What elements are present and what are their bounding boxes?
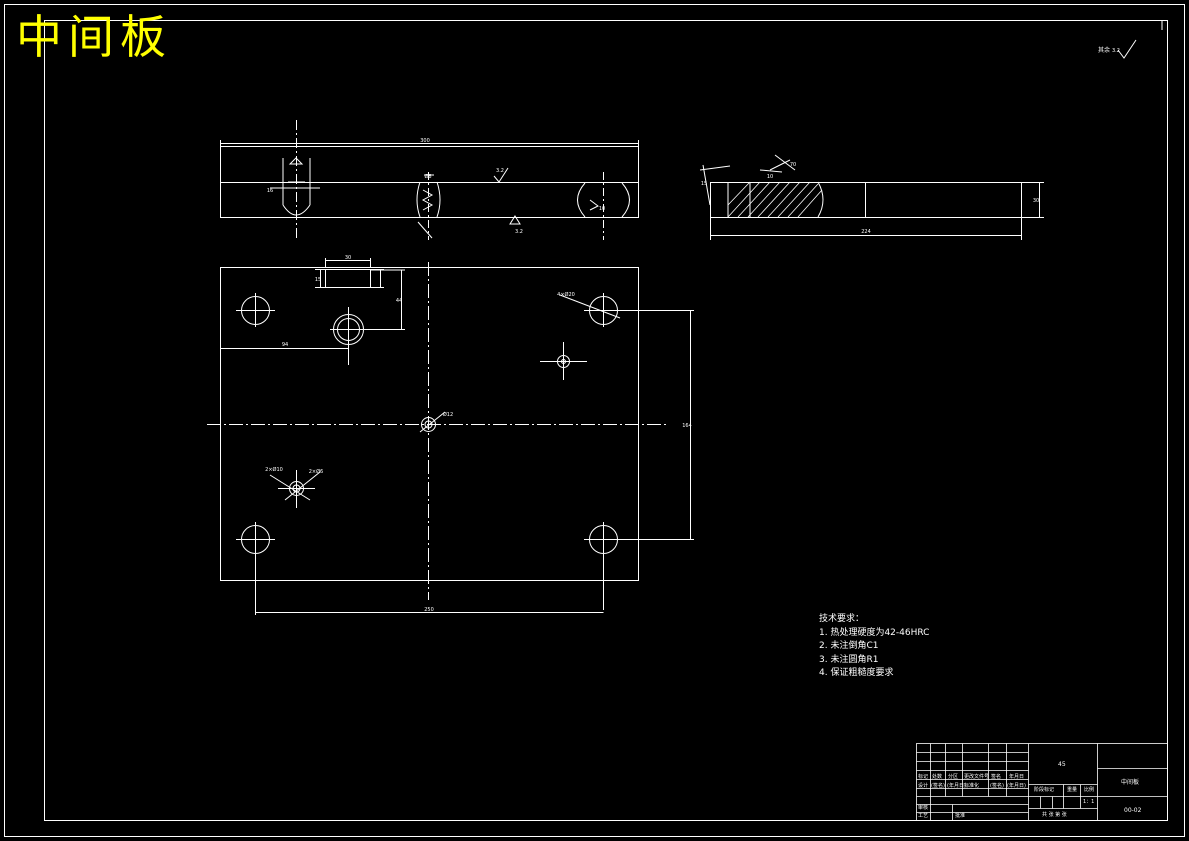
- dim-side-length: 224: [861, 229, 871, 235]
- side-section-view: [699, 154, 1044, 240]
- tech-notes: 技术要求： 1. 热处理硬度为42-46HRC 2. 未注倒角C1 3. 未注圆…: [819, 613, 929, 681]
- tech-note-item: 3. 未注圆角R1: [819, 654, 879, 665]
- tb-stage-label: 阶段标记: [1034, 787, 1055, 793]
- dim-hole-spacing-x: 250: [424, 607, 434, 613]
- tb-stage-label: 比例: [1084, 787, 1095, 793]
- tb-sheet: 共 张 第 张: [1042, 812, 1067, 818]
- tb-row-label: 标记: [918, 774, 929, 780]
- dim-hole-diam: Ø8: [424, 173, 431, 180]
- tb-stage-label: 重量: [1067, 787, 1078, 793]
- dim-hole-offset-x: 94: [282, 342, 288, 348]
- tb-review: 审核: [918, 805, 929, 811]
- dim-pin-hole-a: 2×Ø10: [265, 466, 283, 473]
- tech-notes-title: 技术要求：: [819, 614, 865, 624]
- tb-row-label: 签名: [991, 774, 1002, 780]
- tb-approve: 批准: [955, 813, 966, 819]
- tech-note-item: 4. 保证粗糙度要求: [819, 668, 894, 678]
- tb-process: 工艺: [918, 813, 929, 819]
- dim-roughness-top: 3.2: [496, 168, 504, 174]
- roughness-note: 其余 3.2: [1098, 45, 1120, 54]
- tb-row-label: 处数: [932, 774, 943, 780]
- roughness-symbol: [1117, 39, 1137, 59]
- tb-row-label: 更改文件号: [964, 774, 990, 780]
- dim-pin-hole-b: 2×Ø6: [309, 468, 324, 475]
- tech-note-item: 1. 热处理硬度为42-46HRC: [819, 627, 930, 638]
- outer-border: [4, 4, 1185, 837]
- dim-side-height: 30: [1033, 198, 1039, 204]
- tb-design-cell: (签名): [990, 783, 1004, 789]
- tb-material: 45: [1058, 761, 1066, 768]
- tech-note-item: 2. 未注倒角C1: [819, 641, 879, 651]
- tb-design-cell: (年月日): [947, 783, 966, 789]
- tb-design-cell: (年月日): [1007, 783, 1026, 789]
- dim-overall-length: 300: [420, 138, 430, 144]
- tb-part-name: 中间板: [1121, 779, 1140, 786]
- front-view: [220, 120, 639, 240]
- dim-depth-b: 10: [599, 206, 605, 212]
- tb-design-cell: 标准化: [964, 783, 980, 789]
- dim-side-slot-b: 10: [767, 174, 773, 180]
- dim-depth-a: 16: [267, 188, 273, 194]
- dim-side-slot-a: 15: [701, 181, 707, 187]
- tb-scale: 1：1: [1083, 799, 1095, 805]
- dim-corner-holes: 4×Ø20: [557, 291, 575, 298]
- tb-drawing-no: 00-02: [1124, 807, 1142, 814]
- dim-hole-spacing-y: 164: [682, 423, 692, 429]
- tb-row-label: 年月日: [1009, 774, 1025, 780]
- dim-slot-offset: 44: [396, 298, 402, 304]
- dim-center-hole: Ø12: [443, 411, 453, 418]
- drawing-title: 中间板: [16, 10, 172, 64]
- tb-design-cell: 设计: [918, 783, 929, 789]
- inner-border: [44, 20, 1168, 821]
- dim-side-angle: 70: [790, 162, 796, 168]
- plan-view: [207, 258, 694, 615]
- dim-slot-height: 15: [315, 277, 321, 283]
- dim-roughness-bottom: 3.2: [515, 229, 523, 235]
- dim-slot-width: 30: [345, 255, 351, 261]
- title-block: [916, 743, 1168, 821]
- roughness-value: 3.2: [1111, 48, 1120, 54]
- tb-design-cell: (签名): [931, 783, 945, 789]
- tb-row-label: 分区: [948, 774, 959, 780]
- roughness-label: 其余: [1098, 47, 1111, 54]
